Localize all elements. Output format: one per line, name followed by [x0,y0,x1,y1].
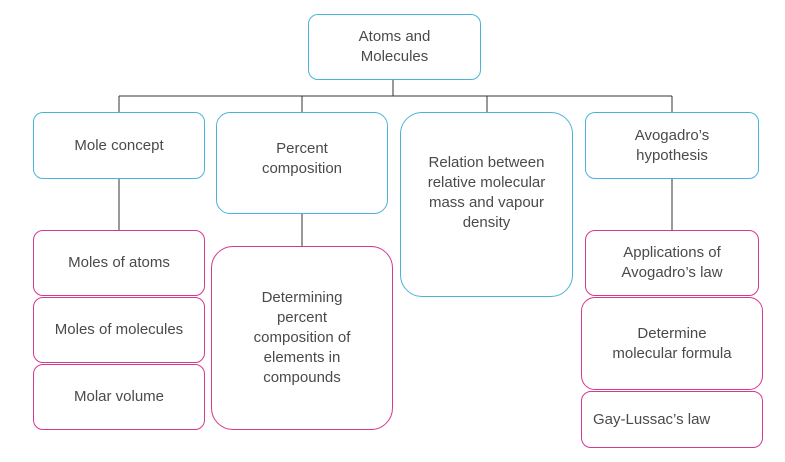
child-node-molar-volume: Molar volume [33,364,205,430]
child-node-applications-avogadros-law: Applications of Avogadro’s law [585,230,759,296]
branch-node-avogadros-hypothesis: Avogadro’s hypothesis [585,112,759,179]
root-node: Atoms and Molecules [308,14,481,80]
child-node-gay-lussacs-law: Gay-Lussac’s law [581,391,763,448]
branch-node-relation-molecular-mass-vapour-density: Relation between relative molecular mass… [400,112,573,297]
child-node-moles-of-atoms: Moles of atoms [33,230,205,296]
branch-node-mole-concept: Mole concept [33,112,205,179]
child-node-moles-of-molecules: Moles of molecules [33,297,205,363]
branch-node-percent-composition: Percent composition [216,112,388,214]
child-node-determining-percent-composition: Determining percent composition of eleme… [211,246,393,430]
child-node-determine-molecular-formula: Determine molecular formula [581,297,763,390]
